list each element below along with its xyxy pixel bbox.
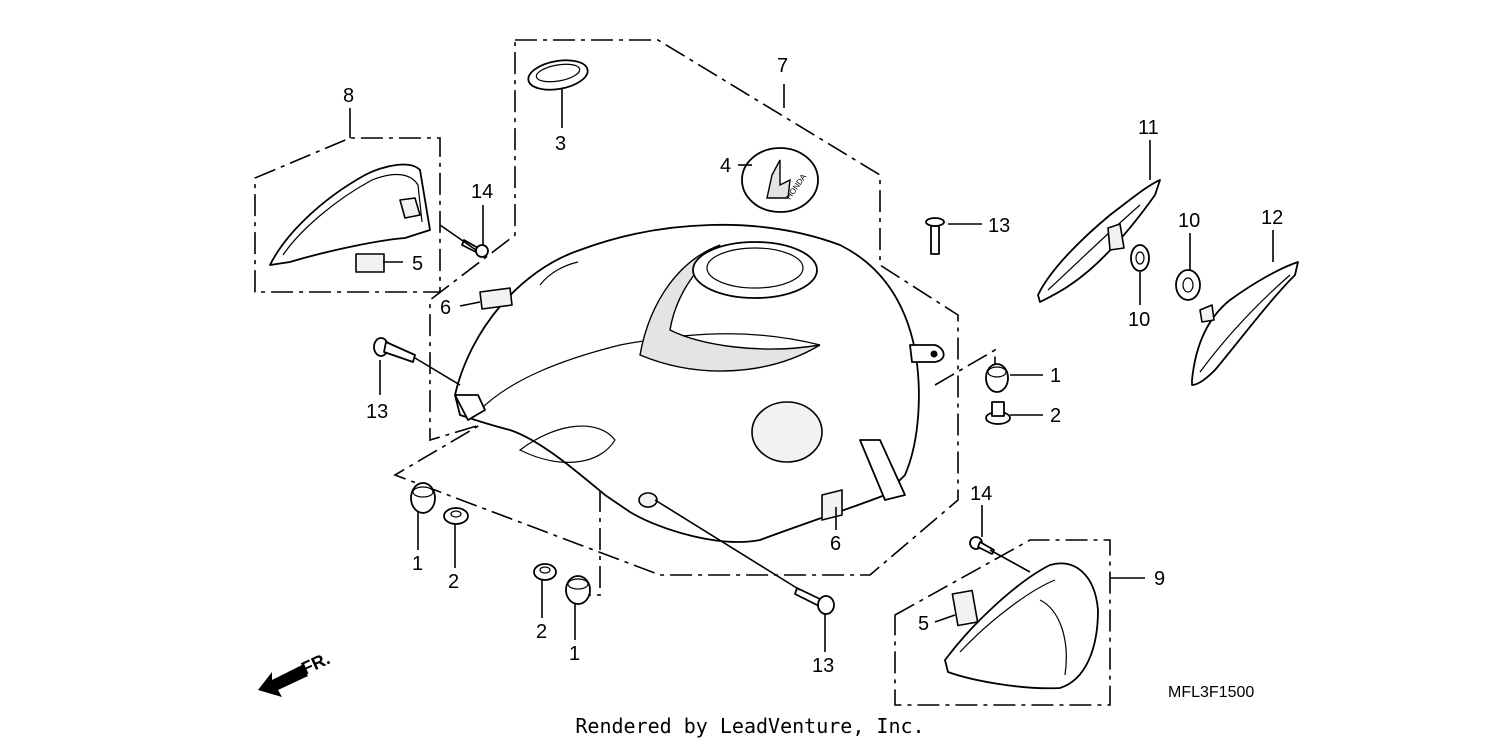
callout-7: 7	[777, 55, 788, 77]
render-credit: Rendered by LeadVenture, Inc.	[575, 714, 925, 738]
leader-lines	[349, 84, 1274, 652]
callout-13-bottom: 13	[812, 655, 834, 677]
part-8-side-cover[interactable]	[269, 163, 431, 266]
part-13-bolt-left[interactable]	[373, 337, 416, 363]
part-2-collar-bottom[interactable]	[533, 563, 557, 581]
callout-8: 8	[343, 85, 354, 107]
callout-11: 11	[1138, 117, 1159, 139]
part-5-pad-upper[interactable]	[355, 253, 385, 273]
part-5-pad-lower[interactable]	[951, 589, 979, 627]
part-9-side-cover[interactable]	[944, 562, 1099, 690]
callout-14-left: 14	[471, 181, 493, 203]
part-10-grommet-left[interactable]	[1130, 244, 1150, 272]
callout-1-bottom: 1	[569, 643, 580, 665]
front-direction-arrow: FR.	[258, 648, 333, 697]
part-10-grommet-right[interactable]	[1175, 269, 1201, 301]
assembly-boundary-8	[254, 137, 441, 293]
callout-6-lower: 6	[830, 533, 841, 555]
callout-9: 9	[1154, 568, 1165, 590]
callout-5-lower: 5	[918, 613, 929, 635]
callout-1-right: 1	[1050, 365, 1061, 387]
part-13-bolt-top[interactable]	[925, 217, 945, 255]
assembly-boundary-9	[894, 539, 1111, 706]
arrow-icon	[258, 665, 308, 697]
part-1-grommet-right[interactable]	[985, 363, 1009, 393]
callout-2-bottom: 2	[536, 621, 547, 643]
callout-6-upper: 6	[440, 297, 451, 319]
part-11-panel[interactable]	[1037, 179, 1161, 303]
part-14-screw-right[interactable]	[969, 536, 995, 555]
callout-14-right: 14	[970, 483, 992, 505]
callout-2-right: 2	[1050, 405, 1061, 427]
part-6-pad-lower[interactable]	[821, 489, 843, 521]
callout-3: 3	[555, 133, 566, 155]
part-2-collar-right[interactable]	[985, 401, 1011, 425]
callout-10-bottom: 10	[1128, 309, 1150, 331]
part-3-grommet[interactable]	[526, 56, 590, 94]
diagram-code: MFL3F1500	[1168, 684, 1254, 701]
part-13-bolt-bottom[interactable]	[794, 587, 835, 615]
fuel-tank-cover[interactable]	[454, 223, 945, 543]
callout-1-left: 1	[412, 553, 423, 575]
part-12-panel[interactable]	[1191, 261, 1299, 386]
callout-2-left: 2	[448, 571, 459, 593]
callout-13-top: 13	[988, 215, 1010, 237]
callout-5-upper: 5	[412, 253, 423, 275]
part-6-pad-upper[interactable]	[479, 287, 513, 310]
part-1-grommet-left[interactable]	[410, 482, 436, 514]
callout-12: 12	[1261, 207, 1283, 229]
callout-13-left: 13	[366, 401, 388, 423]
callout-4: 4	[720, 155, 731, 177]
part-4-emblem[interactable]: HONDA	[741, 147, 819, 213]
part-1-grommet-bottom[interactable]	[565, 575, 591, 605]
callout-10-top: 10	[1178, 210, 1200, 232]
part-2-collar-left[interactable]	[443, 507, 469, 525]
